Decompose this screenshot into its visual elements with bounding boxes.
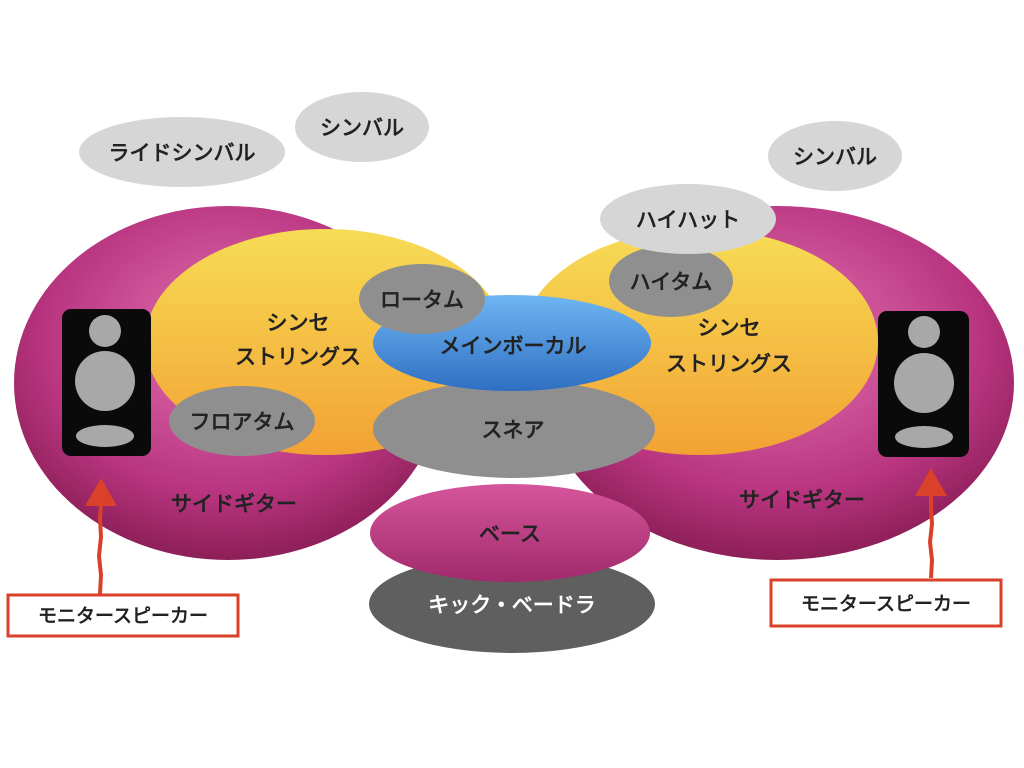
monitor-speaker-right-label: モニタースピーカー [801,593,971,615]
ride-cymbal-label: ライドシンバル [109,141,256,165]
cymbal-left-label: シンバル [320,116,404,140]
side-guitar-right-label: サイドギター [739,488,865,512]
main-vocal-label: メインボーカル [440,334,587,358]
synth-strings-left-label-line2: ストリングス [235,345,361,369]
cymbal-right-label: シンバル [793,145,877,169]
low-tom-label: ロータム [380,288,464,312]
cymbal-right-zone [768,121,902,191]
snare-zone [373,380,655,478]
monitor-speaker-right-box [769,578,1003,628]
high-tom-zone [609,245,733,317]
hihat-zone [600,184,776,254]
bass-zone [370,484,650,582]
synth-strings-left-label-line1: シンセ [267,311,330,335]
synth-strings-right-label-line2: ストリングス [666,352,792,376]
synth-strings-right-label-line1: シンセ [698,316,761,340]
hihat-label: ハイハット [636,208,740,232]
cymbal-left-zone [295,92,429,162]
floor-tom-zone [169,386,315,456]
arrow-up-icon [85,478,117,595]
speaker-icon [62,309,151,456]
kick-bass-drum-zone [369,555,655,653]
high-tom-label: ハイタム [630,270,713,294]
bass-label: ベース [479,522,541,546]
monitor-speaker-left-box [6,593,240,638]
arrow-up-icon [915,468,947,579]
low-tom-zone [359,264,485,334]
side-guitar-left-label: サイドギター [171,492,297,516]
snare-label: スネア [482,418,545,442]
kick-bass-drum-label: キック・ベードラ [428,593,596,617]
floor-tom-label: フロアタム [190,410,295,434]
monitor-speaker-left-label: モニタースピーカー [38,605,208,627]
ride-cymbal-zone [79,117,285,187]
speaker-icon [878,311,969,457]
